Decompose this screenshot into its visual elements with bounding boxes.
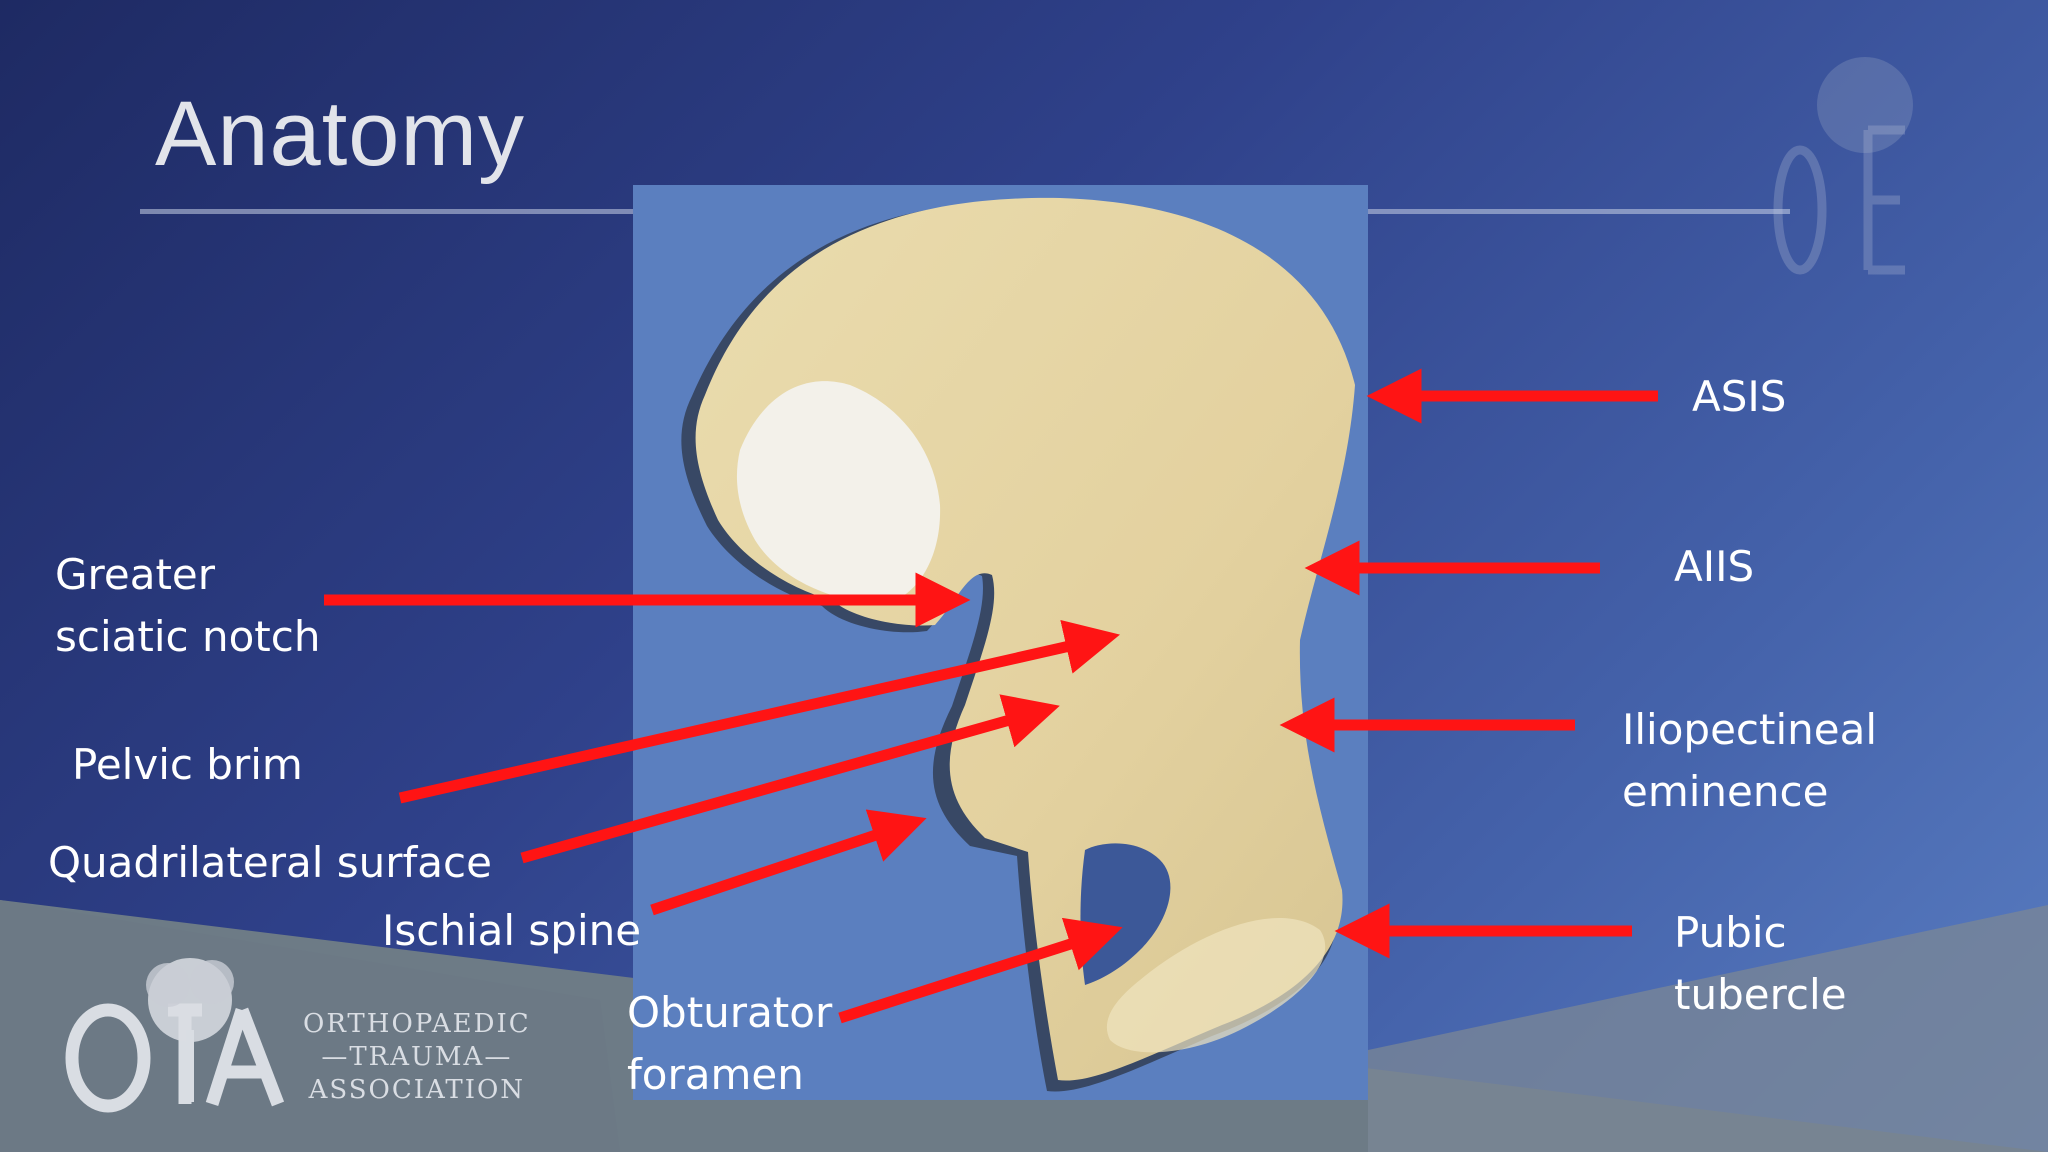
- label-line: Greater: [55, 550, 216, 599]
- logo-line: —TRAUMA—: [321, 1042, 513, 1072]
- arrow-ischial-spine: [650, 809, 927, 916]
- label-pubic-tubercle: Pubic tubercle: [1674, 902, 1847, 1026]
- label-ischial-spine: Ischial spine: [382, 906, 642, 955]
- label-line: tubercle: [1674, 970, 1847, 1019]
- label-line: eminence: [1622, 767, 1829, 816]
- label-obturator-foramen: Obturator foramen: [627, 982, 832, 1106]
- slide-title: Anatomy: [155, 83, 526, 185]
- logo-line: ASSOCIATION: [308, 1075, 526, 1105]
- ota-logo-text: ORTHOPAEDIC —TRAUMA— ASSOCIATION: [303, 1008, 531, 1107]
- label-pelvic-brim: Pelvic brim: [72, 740, 303, 789]
- label-line: Iliopectineal: [1622, 705, 1878, 754]
- label-asis: ASIS: [1692, 372, 1787, 421]
- label-line: sciatic notch: [55, 612, 321, 661]
- arrow-obturator-foramen: [838, 917, 1123, 1024]
- label-iliopectineal-eminence: Iliopectineal eminence: [1622, 699, 1877, 823]
- label-line: foramen: [627, 1050, 804, 1099]
- arrow-quadrilateral-surface: [520, 694, 1060, 864]
- arrow-pelvic-brim: [398, 619, 1121, 804]
- label-greater-sciatic-notch: Greater sciatic notch: [55, 544, 320, 668]
- label-line: Pubic: [1674, 908, 1787, 957]
- label-aiis: AIIS: [1674, 542, 1755, 591]
- label-line: Obturator: [627, 988, 833, 1037]
- label-quadrilateral-surface: Quadrilateral surface: [48, 838, 492, 887]
- logo-line: ORTHOPAEDIC: [303, 1009, 531, 1039]
